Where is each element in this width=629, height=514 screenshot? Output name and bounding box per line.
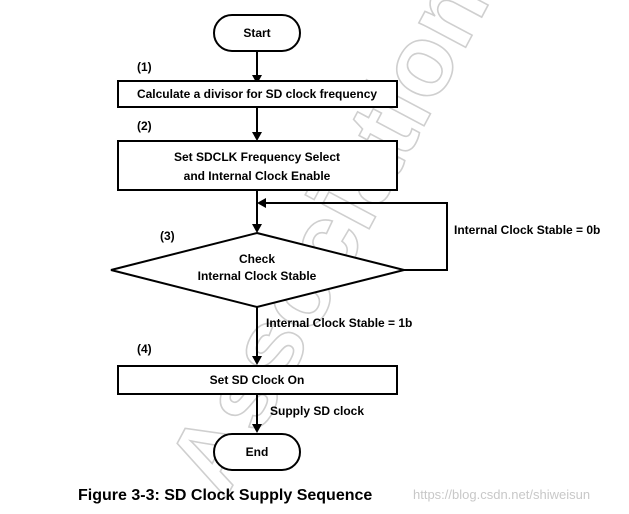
- arrowhead-end: [252, 424, 262, 433]
- step2-box: Set SDCLK Frequency Select and Internal …: [117, 140, 398, 191]
- step4-box: Set SD Clock On: [117, 365, 398, 395]
- arrowhead-loop: [257, 198, 266, 208]
- watermark-url: https://blog.csdn.net/shiweisun: [413, 487, 590, 502]
- step1-box: Calculate a divisor for SD clock frequen…: [117, 80, 398, 108]
- start-label: Start: [243, 26, 270, 40]
- step4-label: Set SD Clock On: [210, 373, 305, 387]
- arrowhead-step2: [252, 132, 262, 141]
- arrowhead-step4: [252, 356, 262, 365]
- step2-label-line2: and Internal Clock Enable: [184, 169, 331, 183]
- figure-caption: Figure 3-3: SD Clock Supply Sequence: [78, 487, 372, 504]
- loop-condition-label: Internal Clock Stable = 0b: [454, 223, 600, 237]
- step1-label: Calculate a divisor for SD clock frequen…: [137, 87, 377, 101]
- exit-condition-label: Internal Clock Stable = 1b: [266, 316, 412, 330]
- end-label: End: [246, 445, 269, 459]
- decision-diamond: Check Internal Clock Stable: [110, 231, 405, 309]
- decision-label-line2: Internal Clock Stable: [198, 269, 317, 283]
- arrowhead-step1: [252, 75, 262, 84]
- start-terminator: Start: [213, 14, 301, 52]
- end-terminator: End: [213, 433, 301, 471]
- arrowhead-decision: [252, 224, 262, 233]
- step3-number: (3): [160, 229, 175, 243]
- step2-number: (2): [137, 119, 152, 133]
- decision-label-line1: Check: [239, 252, 275, 266]
- supply-clock-label: Supply SD clock: [270, 404, 364, 418]
- step2-label-line1: Set SDCLK Frequency Select: [174, 150, 340, 164]
- step1-number: (1): [137, 60, 152, 74]
- step4-number: (4): [137, 342, 152, 356]
